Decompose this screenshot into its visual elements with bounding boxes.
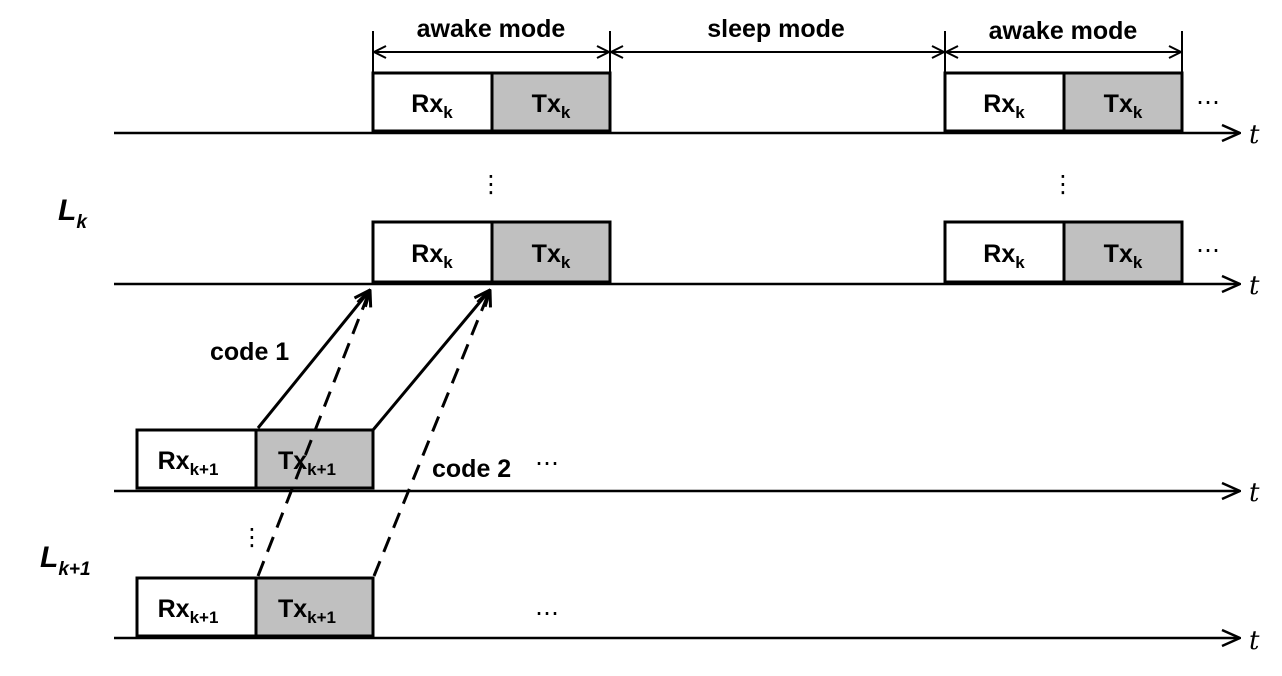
tx-slot-label: Txk xyxy=(1104,240,1143,272)
rx-slot xyxy=(943,220,1066,284)
slot-row-lk-2: Rxk Txk Rxk Txk … xyxy=(371,220,1220,284)
sleep-mode-label: sleep mode xyxy=(707,15,845,43)
rx-slot xyxy=(371,71,494,133)
time-axes: t t t t xyxy=(114,120,1260,656)
slot-row-lk-1: Rxk Txk Rxk Txk … xyxy=(371,71,1220,133)
awake-mode-label: awake mode xyxy=(989,17,1138,45)
axis-t-label: t xyxy=(1249,626,1260,656)
tx-slot xyxy=(254,428,375,490)
group-label-lk: Lk xyxy=(58,194,88,233)
rx-slot-label: Rxk+1 xyxy=(158,447,219,479)
code2-label: code 2 xyxy=(432,455,511,483)
mode-spans: awake mode sleep mode awake mode xyxy=(372,15,1183,73)
ellipsis: … xyxy=(535,593,559,621)
tx-slot xyxy=(254,576,375,638)
tx-slot xyxy=(1062,71,1184,133)
tx-slot-label: Txk+1 xyxy=(278,595,336,627)
rx-slot-label: Rxk xyxy=(411,90,453,122)
tx-slot xyxy=(490,220,612,284)
tx-slot-label: Txk xyxy=(532,90,571,122)
vertical-ellipsis: ⋮ xyxy=(1051,170,1075,198)
tx-slot xyxy=(490,71,612,133)
code1-solid-arrow xyxy=(371,290,490,431)
rx-slot xyxy=(943,71,1066,133)
tx-slot xyxy=(1062,220,1184,284)
code1-solid-arrow xyxy=(256,290,370,429)
ellipsis: … xyxy=(535,443,559,471)
group-label-lk1: Lk+1 xyxy=(40,541,91,580)
rx-slot-label: Rxk xyxy=(983,240,1025,272)
rx-slot-label: Rxk xyxy=(411,240,453,272)
axis-t-label: t xyxy=(1249,271,1260,301)
rx-slot-label: Rxk+1 xyxy=(158,595,219,627)
rx-slot xyxy=(135,576,258,638)
rx-slot-label: Rxk xyxy=(983,90,1025,122)
vertical-ellipsis: ⋮ xyxy=(240,523,264,551)
code-arrows: code 1 code 2 xyxy=(210,290,511,577)
ellipsis: … xyxy=(1196,230,1220,258)
ellipsis: … xyxy=(1196,82,1220,110)
vertical-ellipsis: ⋮ xyxy=(479,170,503,198)
slot-row-lk1-2: Rxk+1 Txk+1 … xyxy=(135,576,559,638)
awake-mode-label: awake mode xyxy=(417,15,566,43)
code2-dashed-arrow xyxy=(372,290,490,577)
slot-row-lk1-1: Rxk+1 Txk+1 … xyxy=(135,428,559,490)
rx-slot xyxy=(135,428,258,490)
rx-slot xyxy=(371,220,494,284)
tx-slot-label: Txk xyxy=(1104,90,1143,122)
axis-t-label: t xyxy=(1249,478,1260,508)
code1-label: code 1 xyxy=(210,338,289,366)
axis-t-label: t xyxy=(1249,120,1260,150)
tx-slot-label: Txk xyxy=(532,240,571,272)
tx-slot-label: Txk+1 xyxy=(278,447,336,479)
